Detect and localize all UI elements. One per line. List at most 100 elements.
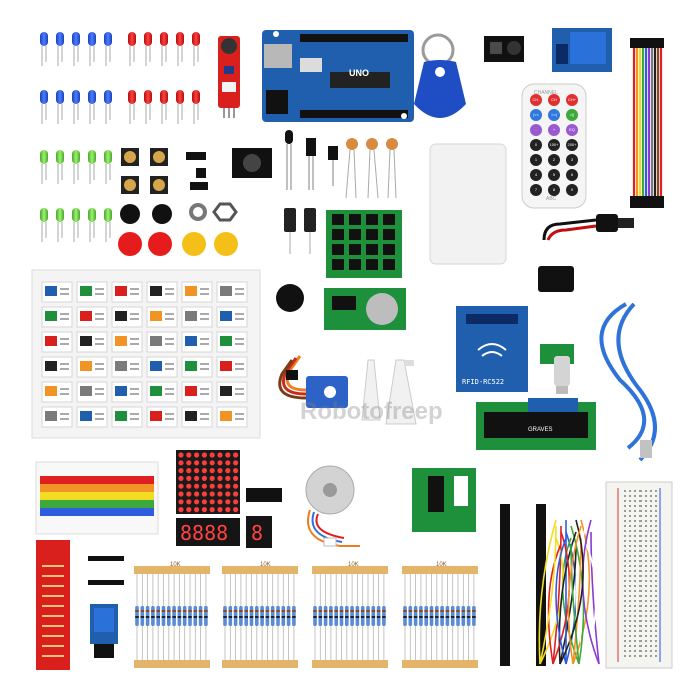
breadboard-hole (634, 565, 636, 567)
remote-key (566, 184, 578, 196)
breadboard-hole (650, 655, 652, 657)
breadboard-hole (634, 635, 636, 637)
sound-sensor-module (218, 36, 240, 118)
breadboard-hole (655, 545, 657, 547)
breadboard-hole (624, 575, 626, 577)
matrix-dot (178, 460, 184, 466)
resistor (339, 574, 344, 660)
breadboard-hole (624, 645, 626, 647)
breadboard-hole (624, 620, 626, 622)
breadboard-hole (624, 625, 626, 627)
blue-led (40, 90, 48, 124)
red-led-group (128, 32, 200, 124)
potentiometer (540, 344, 574, 394)
resistor (223, 574, 227, 660)
breadboard-hole (634, 640, 636, 642)
matrix-dot (217, 475, 223, 481)
breadboard-hole (645, 500, 647, 502)
jumper-wire (585, 543, 597, 665)
led-matrix-8x8 (176, 450, 240, 514)
resistor (239, 574, 243, 660)
matrix-dot (194, 452, 200, 458)
breadboard-hole (645, 585, 647, 587)
breadboard-hole (634, 605, 636, 607)
rtc-module (324, 288, 406, 330)
matrix-dot (178, 507, 184, 513)
matrix-dot (201, 507, 207, 513)
breadboard-hole (645, 520, 647, 522)
resistor-tape-bottom (222, 660, 298, 668)
breadboard-hole (624, 585, 626, 587)
breadboard-hole (645, 620, 647, 622)
matrix-dot (194, 491, 200, 497)
keypad-key (366, 259, 378, 270)
breadboard-hole (624, 540, 626, 542)
breadboard-hole (640, 490, 642, 492)
keypad-key (366, 214, 378, 225)
jumper-wire (572, 537, 582, 665)
matrix-dot (209, 507, 215, 513)
breadboard-hole (624, 550, 626, 552)
matrix-dot (201, 499, 207, 505)
breadboard-hole (640, 545, 642, 547)
breadboard-hole (655, 530, 657, 532)
dht11-sensor (90, 604, 118, 658)
remote-key (530, 94, 542, 106)
breadboard-hole (650, 570, 652, 572)
breadboard-hole (645, 530, 647, 532)
breadboard-hole (629, 510, 631, 512)
breadboard-hole (650, 605, 652, 607)
breadboard-hole (650, 640, 652, 642)
resistor-tape-bottom (402, 660, 478, 668)
remote-key (566, 154, 578, 166)
breadboard (605, 481, 673, 669)
breadboard-hole (629, 550, 631, 552)
matrix-dot (225, 475, 231, 481)
breadboard-hole (645, 590, 647, 592)
breadboard-hole (655, 490, 657, 492)
matrix-dot (217, 499, 223, 505)
breadboard-hole (655, 585, 657, 587)
green-led (40, 208, 48, 242)
matrix-dot (201, 468, 207, 474)
matrix-dot (178, 483, 184, 489)
remote-key (530, 109, 542, 121)
resistor (161, 574, 166, 660)
resistor (323, 574, 328, 660)
relay-module (552, 28, 612, 72)
remote-key-label: 6 (570, 172, 574, 177)
resistor-tape-bottom (134, 660, 210, 668)
breadboard-hole (650, 490, 652, 492)
breadboard-hole (629, 525, 631, 527)
breadboard-hole (629, 620, 631, 622)
breadboard-hole (640, 500, 642, 502)
matrix-dot (225, 452, 231, 458)
resistor (424, 574, 428, 660)
breadboard-hole (650, 630, 652, 632)
breadboard-hole (629, 540, 631, 542)
breadboard-hole (650, 515, 652, 517)
resistor-tape-top (312, 566, 388, 574)
breadboard-hole (650, 620, 652, 622)
breadboard-hole (629, 555, 631, 557)
resistor-tape-label-2: 10K (260, 562, 271, 568)
matrix-dot (233, 483, 239, 489)
breadboard-hole (640, 560, 642, 562)
breadboard-hole (650, 500, 652, 502)
breadboard-hole (624, 510, 626, 512)
red-led (144, 32, 152, 66)
remote-key (548, 154, 560, 166)
remote-key-label: |<< (533, 112, 539, 117)
breadboard-hole (655, 640, 657, 642)
battery-snap-connector (538, 214, 634, 292)
matrix-dot (217, 452, 223, 458)
arduino-uno-board (262, 30, 414, 122)
breadboard-hole (655, 510, 657, 512)
matrix-dot (233, 452, 239, 458)
breadboard-hole (629, 595, 631, 597)
breadboard-hole (624, 580, 626, 582)
breadboard-hole (650, 615, 652, 617)
matrix-dot (201, 452, 207, 458)
breadboard-hole (650, 565, 652, 567)
breadboard-hole (634, 520, 636, 522)
